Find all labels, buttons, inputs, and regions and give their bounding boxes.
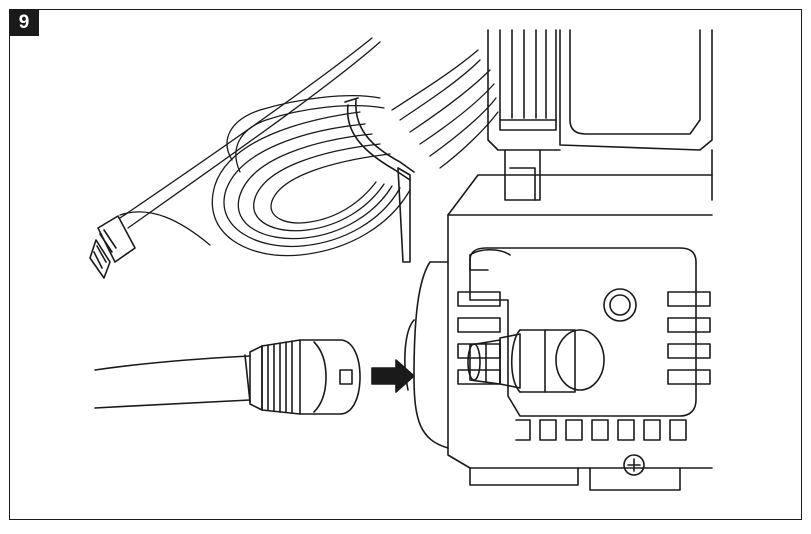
step-number: 9 [18,11,30,33]
pressure-washer-body [404,29,713,491]
hose-coupling-nut [249,339,361,415]
high-pressure-hose [94,354,251,409]
step-number-badge: 9 [9,9,39,36]
direction-arrow [371,359,415,393]
cable-tie [344,97,415,263]
coiled-power-cord [119,37,499,257]
high-pressure-outlet [467,329,605,393]
power-plug [89,215,136,279]
